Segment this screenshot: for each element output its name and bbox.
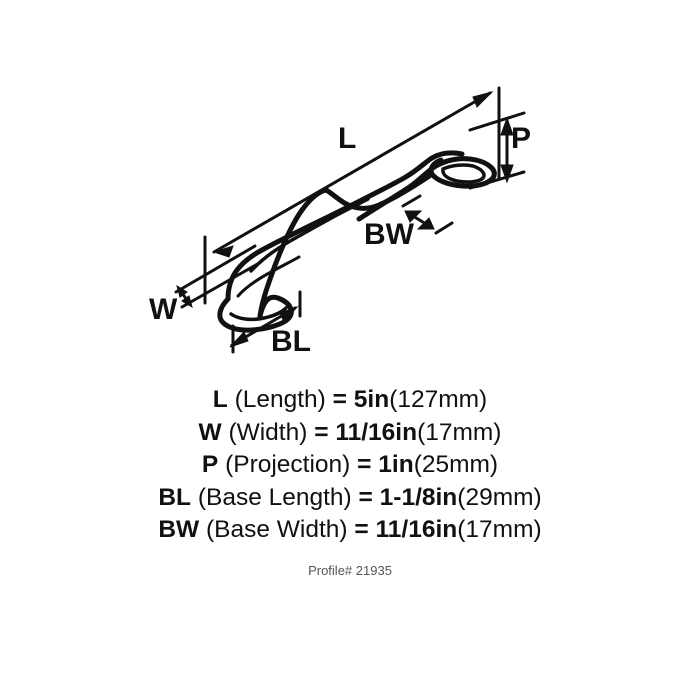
length-dimension-line xyxy=(212,91,492,254)
spec-row-base-width: BW (Base Width) = 11/16in(17mm) xyxy=(0,514,700,547)
spec-imperial: 5in xyxy=(353,386,390,413)
spec-equals: = xyxy=(314,418,329,446)
handle-outline xyxy=(217,150,497,333)
spec-abbr: P xyxy=(201,451,219,478)
width-extension-lower xyxy=(180,260,263,309)
spec-metric: (17mm) xyxy=(457,516,542,543)
spec-metric: (127mm) xyxy=(389,386,488,413)
width-arrow-upper xyxy=(176,284,188,298)
spec-row-width: W (Width) = 11/16in(17mm) xyxy=(0,417,700,450)
length-arrow-left xyxy=(212,245,234,258)
base-width-arrow-lower xyxy=(416,217,435,230)
spec-abbr: W xyxy=(198,418,222,446)
spec-abbr: BL xyxy=(158,483,191,511)
profile-number: Profile# 21935 xyxy=(308,563,392,578)
spec-metric: (29mm) xyxy=(457,483,542,511)
spec-imperial: 1-1/8in xyxy=(379,483,458,511)
handle-top-edge xyxy=(225,150,465,302)
width-extension-upper xyxy=(174,244,257,294)
handle-tip-outer xyxy=(428,157,497,189)
spec-abbr: L xyxy=(212,386,228,413)
dimension-width xyxy=(174,244,263,309)
spec-row-projection: P (Projection) = 1in(25mm) xyxy=(0,449,700,482)
dimension-label-base-length: BL xyxy=(271,325,311,358)
width-arrow-lower xyxy=(181,295,193,309)
projection-arrow-bottom xyxy=(500,164,514,184)
spec-equals: = xyxy=(332,386,347,413)
dimension-base-width xyxy=(401,194,454,235)
base-width-extension-upper xyxy=(401,194,422,208)
handle-stem-inner-edge xyxy=(249,197,370,273)
spec-row-base-length: BL (Base Length) = 1-1/8in(29mm) xyxy=(0,482,700,515)
dimension-base-length xyxy=(229,290,302,354)
handle-bottom-edge xyxy=(323,171,435,211)
specification-list: L (Length) = 5in(127mm) W (Width) = 11/1… xyxy=(0,384,700,547)
spec-imperial: 11/16in xyxy=(335,418,418,446)
spec-name: (Projection) xyxy=(225,451,351,478)
spec-imperial: 11/16in xyxy=(375,516,458,543)
spec-name: (Base Length) xyxy=(197,483,352,511)
spec-equals: = xyxy=(354,516,369,543)
handle-foot-highlight xyxy=(236,255,301,298)
spec-abbr: BW xyxy=(158,516,200,543)
base-width-extension-lower xyxy=(434,221,454,235)
length-arrow-right xyxy=(472,91,494,108)
spec-equals: = xyxy=(358,483,373,511)
dimension-label-width: W xyxy=(149,293,178,326)
projection-extension-bottom xyxy=(468,170,526,190)
spec-row-length: L (Length) = 5in(127mm) xyxy=(0,384,700,417)
spec-name: (Length) xyxy=(234,386,326,413)
spec-name: (Width) xyxy=(228,418,308,446)
spec-imperial: 1in xyxy=(378,451,414,478)
dimension-label-base-width: BW xyxy=(364,218,414,251)
base-length-arrow-right xyxy=(279,305,299,323)
dimension-label-projection: P xyxy=(511,122,532,155)
spec-name: (Base Width) xyxy=(205,516,348,543)
projection-arrow-top xyxy=(500,116,514,136)
handle-tip-inner xyxy=(441,163,486,184)
dimension-length xyxy=(203,86,501,305)
base-width-arrow-upper xyxy=(404,210,423,223)
dimension-projection xyxy=(468,111,526,190)
spec-metric: (25mm) xyxy=(413,451,499,478)
handle-foot-inner xyxy=(229,306,288,322)
spec-metric: (17mm) xyxy=(417,418,502,446)
spec-equals: = xyxy=(357,451,372,478)
projection-extension-top xyxy=(468,111,526,132)
dimension-label-length: L xyxy=(338,122,357,155)
handle-technical-drawing xyxy=(174,86,526,354)
